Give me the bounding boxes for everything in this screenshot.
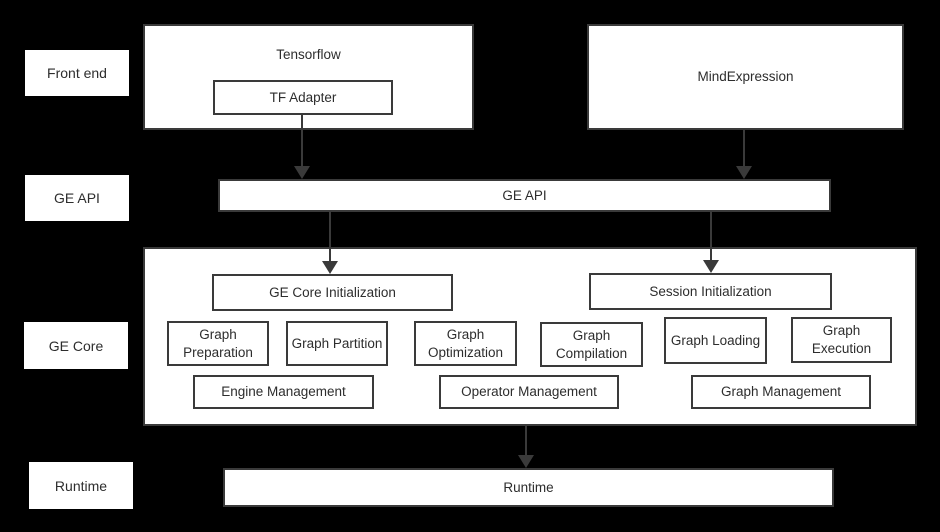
arrow-head-icon (322, 261, 338, 274)
ge-core-initialization-box: GE Core Initialization (212, 274, 453, 311)
graph-execution-label: Graph Execution (811, 323, 872, 356)
arrow-line (743, 130, 745, 166)
arrow-mindexpression-to-ge-api-icon (736, 130, 752, 179)
arrow-line (301, 114, 303, 166)
layer-label-text: GE API (54, 190, 100, 206)
ge-core-initialization-label: GE Core Initialization (269, 284, 396, 300)
engine-management-box: Engine Management (193, 375, 374, 409)
arrow-line (329, 212, 331, 261)
graph-loading-label: Graph Loading (670, 332, 761, 348)
mindexpression-label: MindExpression (697, 69, 794, 85)
graph-management-box: Graph Management (691, 375, 871, 409)
operator-management-box: Operator Management (439, 375, 619, 409)
layer-label-runtime: Runtime (29, 462, 133, 509)
tf-adapter-box: TF Adapter (213, 80, 393, 115)
layer-label-ge-core: GE Core (24, 322, 128, 369)
runtime-bar: Runtime (223, 468, 834, 507)
arrow-tf-adapter-to-ge-api-icon (294, 114, 310, 179)
arrow-head-icon (518, 455, 534, 468)
engine-management-label: Engine Management (221, 384, 346, 400)
mindexpression-box: MindExpression (587, 24, 904, 130)
graph-loading-box: Graph Loading (664, 317, 767, 364)
ge-core-box: GE Core Initialization Session Initializ… (143, 247, 917, 426)
arrow-line (710, 212, 712, 260)
layer-label-text: Runtime (54, 477, 108, 494)
graph-preparation-box: Graph Preparation (167, 321, 269, 366)
layer-label-text: GE Core (48, 337, 104, 354)
layer-label-front-end: Front end (25, 50, 129, 96)
arrow-line (525, 426, 527, 455)
graph-optimization-label: Graph Optimization (427, 326, 504, 360)
arrow-head-icon (703, 260, 719, 273)
graph-compilation-label: Graph Compilation (555, 327, 628, 361)
graph-partition-box: Graph Partition (286, 321, 388, 366)
arrow-ge-core-to-runtime-icon (518, 426, 534, 468)
arrow-head-icon (736, 166, 752, 179)
graph-compilation-box: Graph Compilation (540, 322, 643, 367)
arrow-head-icon (294, 166, 310, 179)
graph-optimization-box: Graph Optimization (414, 321, 517, 366)
runtime-label: Runtime (503, 479, 554, 495)
tensorflow-box: Tensorflow TF Adapter (143, 24, 474, 130)
graph-partition-label: Graph Partition (291, 335, 383, 351)
ge-api-label: GE API (502, 187, 547, 203)
tensorflow-label: Tensorflow (276, 47, 341, 62)
tf-adapter-label: TF Adapter (269, 89, 337, 105)
arrow-ge-api-to-session-init-icon (703, 212, 719, 273)
session-initialization-box: Session Initialization (589, 273, 832, 310)
layer-label-text: Front end (47, 65, 107, 81)
arrow-ge-api-to-ge-core-init-icon (322, 212, 338, 274)
layer-label-ge-api: GE API (25, 175, 129, 221)
graph-preparation-label: Graph Preparation (183, 326, 253, 360)
ge-api-bar: GE API (218, 179, 831, 212)
operator-management-label: Operator Management (461, 384, 597, 400)
graph-management-label: Graph Management (720, 384, 842, 400)
session-initialization-label: Session Initialization (649, 283, 772, 299)
graph-execution-box: Graph Execution (791, 317, 892, 363)
